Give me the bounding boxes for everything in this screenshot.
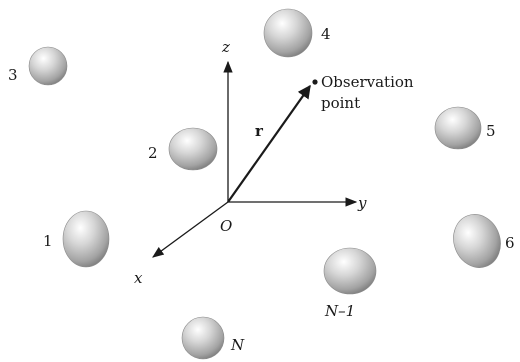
y-axis-label: y: [357, 194, 367, 212]
sphere-6: [453, 214, 501, 268]
sphere-1-label: 1: [43, 232, 53, 250]
sphere-5-label: 5: [486, 122, 496, 140]
z-axis-label: z: [221, 38, 230, 56]
sphere-3-label: 3: [8, 66, 18, 84]
origin-label: O: [220, 217, 232, 235]
sphere-2: [168, 127, 218, 171]
r-vector: [227, 84, 311, 203]
sphere-n-minus-1-label: N–1: [324, 302, 355, 320]
sphere-n: [181, 316, 225, 360]
sphere-n-minus-1: [323, 247, 377, 295]
r-vector-label: r: [255, 122, 264, 140]
sphere-n-label: N: [230, 336, 245, 354]
observation-point-label-line1: Observation: [321, 73, 414, 91]
sphere-4: [263, 8, 313, 58]
x-axis-label: x: [134, 269, 143, 287]
sphere-3: [28, 46, 68, 86]
observation-point-label-line2: point: [321, 94, 360, 112]
sphere-2-label: 2: [148, 144, 158, 162]
sphere-1: [62, 210, 110, 268]
observation-point-dot: [312, 79, 318, 85]
x-axis: [152, 201, 229, 258]
sphere-5: [434, 106, 482, 150]
sphere-4-label: 4: [321, 25, 331, 43]
sphere-6-label: 6: [505, 234, 515, 252]
